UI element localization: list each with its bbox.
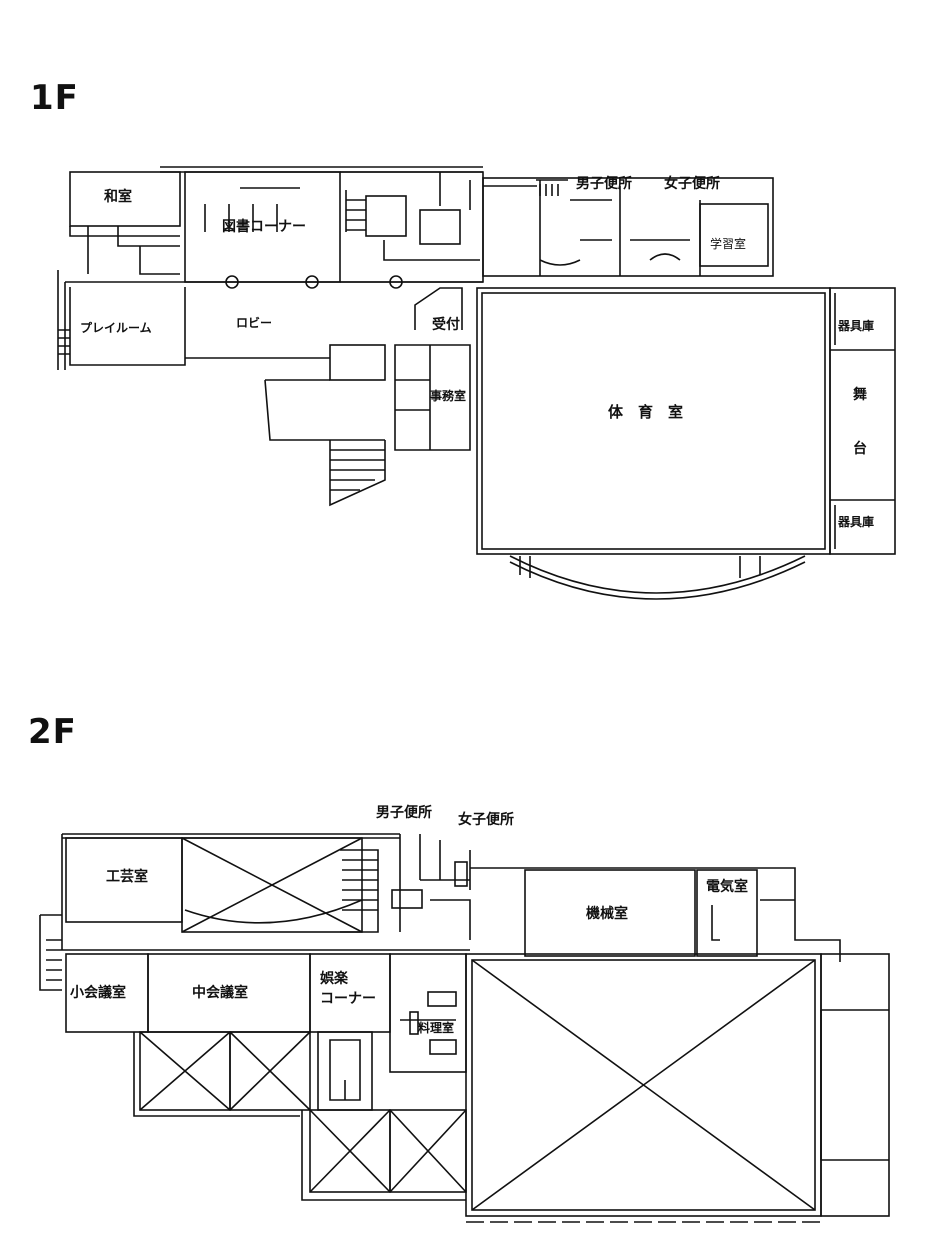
room-recreation-line2-2f: コーナー — [320, 991, 376, 1007]
floor-1-title: 1F — [30, 78, 79, 118]
room-playroom-1f: プレイルーム — [80, 321, 152, 335]
floor-1-plan — [57, 166, 896, 600]
room-craft-2f: 工芸室 — [106, 869, 148, 885]
room-mens-toilet-1f: 男子便所 — [576, 176, 632, 192]
room-lobby-1f: ロビー — [236, 316, 273, 330]
room-machine-2f: 機械室 — [586, 906, 628, 922]
floor-2-title: 2F — [28, 712, 77, 752]
room-equipment-storage-top-1f: 器具庫 — [838, 319, 875, 333]
room-study-1f: 学習室 — [710, 237, 747, 251]
room-office-1f: 事務室 — [430, 389, 467, 403]
room-reception-1f: 受付 — [432, 317, 460, 333]
room-stage-char1-1f: 舞 — [853, 387, 867, 403]
room-stage-char2-1f: 台 — [853, 441, 867, 457]
room-washitsu-1f: 和室 — [104, 189, 132, 205]
room-womens-toilet-2f: 女子便所 — [458, 812, 514, 828]
room-equipment-storage-bottom-1f: 器具庫 — [838, 515, 875, 529]
room-mens-toilet-2f: 男子便所 — [376, 805, 432, 821]
room-cooking-2f: 料理室 — [418, 1021, 455, 1035]
room-library-corner-1f: 図書コーナー — [222, 219, 306, 235]
room-small-meeting-2f: 小会議室 — [70, 985, 126, 1001]
room-recreation-line1-2f: 娯楽 — [320, 971, 348, 987]
floor-2-plan — [39, 833, 890, 1223]
room-electric-2f: 電気室 — [706, 879, 748, 895]
room-womens-toilet-1f: 女子便所 — [664, 176, 720, 192]
room-gym-1f: 体 育 室 — [608, 403, 684, 421]
room-mid-meeting-2f: 中会議室 — [192, 985, 248, 1001]
